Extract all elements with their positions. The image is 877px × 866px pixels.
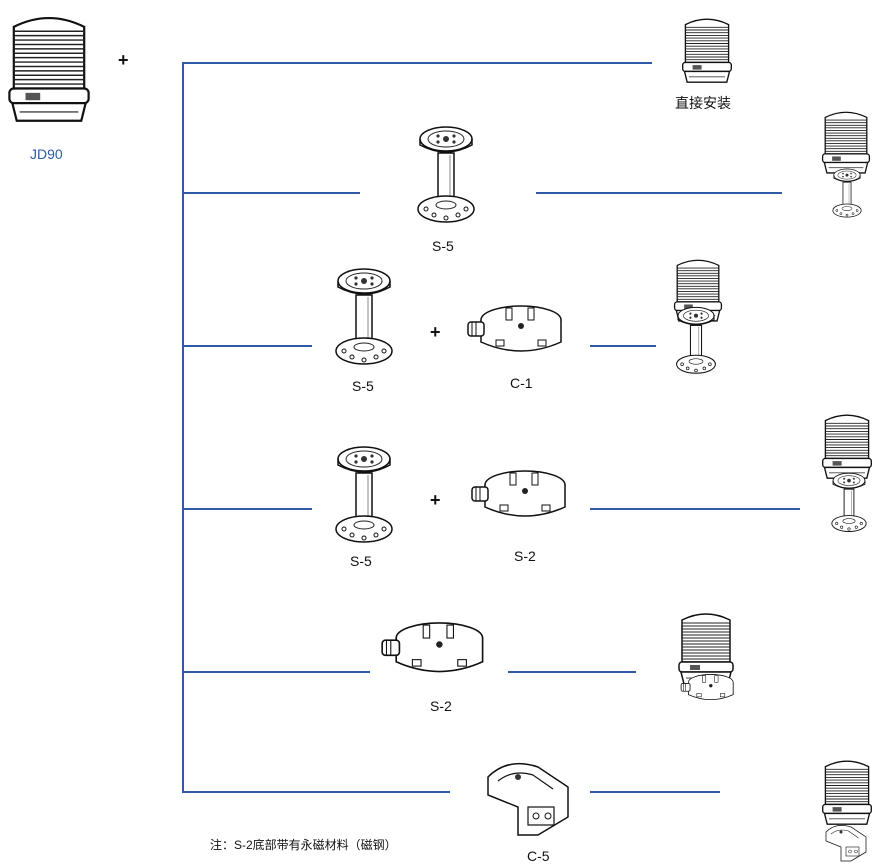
branch-line-s5-s2-result — [590, 508, 800, 510]
branch-line-direct — [182, 62, 652, 64]
branch-line-s5-c1 — [182, 345, 312, 347]
part-label: C-1 — [510, 375, 533, 391]
beacon-s5-s2-result-image — [820, 408, 874, 480]
branch-line-s2 — [182, 671, 370, 673]
beacon-s5-result-image — [820, 105, 872, 175]
plus-sign: + — [118, 50, 129, 71]
s2-result-base-image — [680, 672, 736, 706]
branch-line-s5-s2 — [182, 508, 312, 510]
branch-line-c5-result — [590, 791, 720, 793]
branch-line-c5 — [182, 791, 450, 793]
part-label: S-2 — [430, 698, 452, 714]
jd90-beacon-image — [5, 5, 93, 125]
trunk-line — [182, 62, 184, 792]
direct-mount-label: 直接安装 — [675, 93, 731, 113]
s2-box-image — [470, 462, 570, 532]
c5-result-bracket-image — [818, 822, 874, 862]
s5-s2-result-assembly-image — [826, 475, 872, 561]
branch-line-s5-c1-result — [590, 345, 656, 347]
s5-pole-image — [416, 120, 476, 230]
beacon-direct-image — [680, 12, 734, 84]
s2-box-image — [380, 614, 488, 688]
c1-box-image — [466, 300, 566, 364]
part-label: C-5 — [527, 848, 550, 864]
part-label: S-5 — [350, 553, 372, 569]
footnote: 注：S-2底部带有永磁材料（磁钢） — [210, 836, 397, 853]
branch-line-s5 — [182, 192, 360, 194]
s5-result-pole-image — [828, 168, 866, 244]
part-label: S-2 — [514, 548, 536, 564]
product-label: JD90 — [30, 146, 63, 162]
part-label: S-5 — [432, 238, 454, 254]
s5-pole-image — [334, 440, 394, 550]
branch-line-s2-result — [508, 671, 636, 673]
part-label: S-5 — [352, 378, 374, 394]
branch-line-s5-result — [536, 192, 782, 194]
c5-bracket-image — [478, 756, 578, 838]
s5-c1-result-assembly-image — [670, 318, 722, 398]
s5-pole-image — [334, 262, 394, 372]
beacon-c5-result-image — [820, 752, 874, 828]
plus-sign: + — [430, 322, 441, 343]
plus-sign: + — [430, 490, 441, 511]
